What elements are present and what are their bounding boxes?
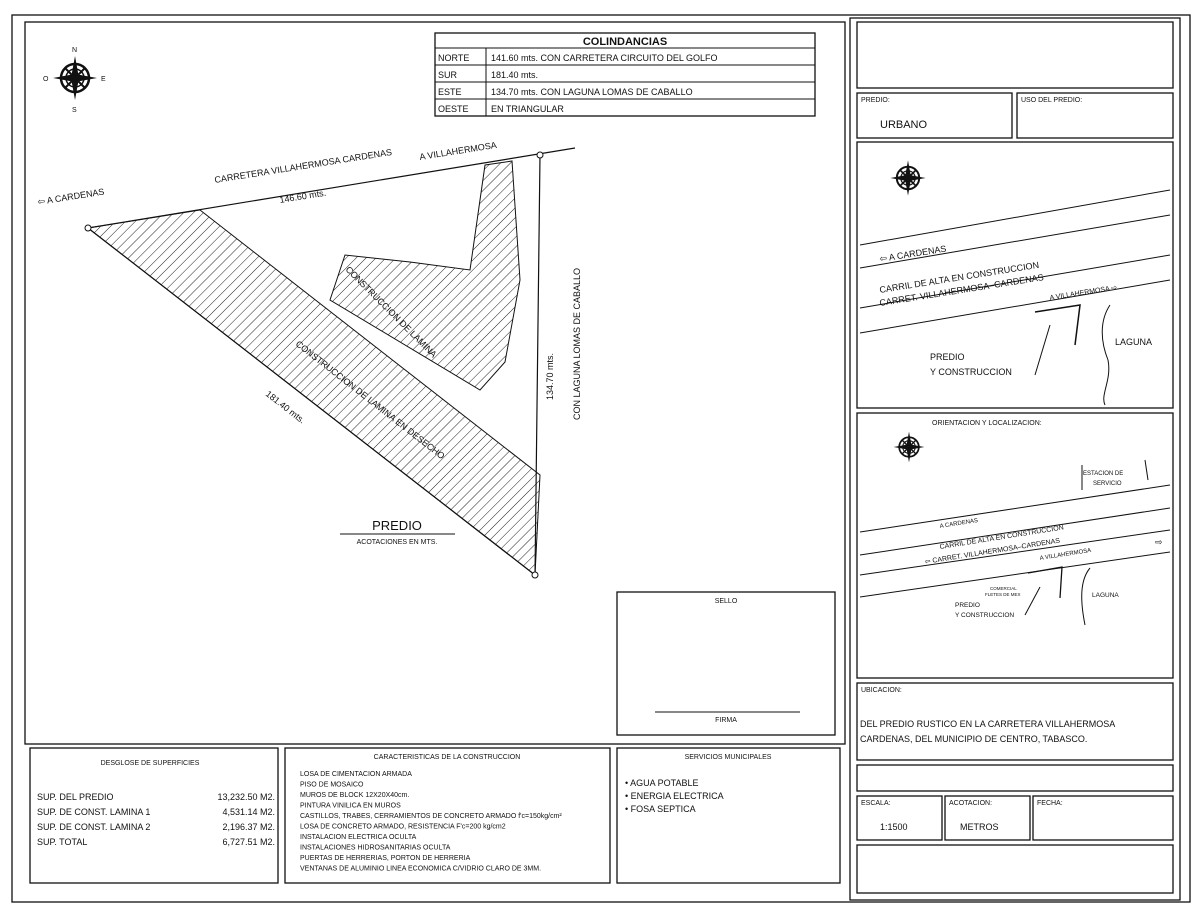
location-map-2: ORIENTACION Y LOCALIZACION: ESTACION DE … — [856, 412, 1174, 679]
sup-value: 13,232.50 M2. — [217, 792, 275, 802]
caracteristica-item: CASTILLOS, TRABES, CERRAMIENTOS DE CONCR… — [300, 813, 562, 820]
construccion-label: Y CONSTRUCCION — [955, 612, 1014, 619]
servicio-item: • ENERGIA ELECTRICA — [625, 791, 724, 801]
sup-value: 2,196.37 M2. — [222, 822, 275, 832]
uso-box — [1016, 92, 1174, 139]
caracteristica-item: INSTALACIONES HIDROSANITARIAS OCULTA — [300, 845, 451, 852]
plan-subtitle: ACOTACIONES EN MTS. — [357, 539, 438, 546]
road-label: CARRETERA VILLAHERMOSA CARDENAS — [214, 147, 393, 185]
caracteristica-item: LOSA DE CIMENTACION ARMADA — [300, 771, 412, 778]
location-map-1: ⇦ A CARDENAS CARRIL DE ALTA EN CONSTRUCC… — [856, 141, 1174, 409]
to-cardenas-label: ⇦ A CARDENAS — [37, 187, 105, 207]
north-dimension: 146.60 mts. — [279, 188, 327, 205]
row-desc: 134.70 mts. CON LAGUNA LOMAS DE CABALLO — [491, 87, 693, 97]
fecha-box — [1032, 795, 1174, 841]
ubicacion-line: DEL PREDIO RUSTICO EN LA CARRETERA VILLA… — [860, 719, 1115, 729]
compass-icon — [892, 430, 926, 464]
servicios-box: SERVICIOS MUNICIPALES • AGUA POTABLE • E… — [616, 747, 841, 884]
predio-value: URBANO — [880, 119, 928, 131]
east-dimension: 134.70 mts. — [545, 353, 555, 400]
desglose-box: DESGLOSE DE SUPERFICIES SUP. DEL PREDIO … — [29, 747, 279, 884]
caracteristica-item: MUROS DE BLOCK 12X20X40cm. — [300, 792, 409, 799]
acotacion-box — [944, 795, 1031, 841]
sup-label: SUP. TOTAL — [37, 837, 87, 847]
row-desc: 141.60 mts. CON CARRETERA CIRCUITO DEL G… — [491, 53, 718, 63]
compass-s: S — [72, 107, 77, 114]
comercial-label: FLETES DE MEX — [985, 592, 1021, 597]
servicio-item: • FOSA SEPTICA — [625, 804, 696, 814]
laguna-label: LAGUNA — [1115, 337, 1152, 347]
predio-label: PREDIO — [930, 352, 965, 362]
sheet-border — [11, 14, 1191, 903]
east-label: CON LAGUNA LOMAS DE CABALLO — [572, 268, 582, 420]
compass-icon — [889, 159, 927, 197]
row-side: OESTE — [438, 104, 469, 114]
caracteristica-item: PUERTAS DE HERRERIAS, PORTON DE HERRERIA — [300, 855, 471, 862]
orientacion-title: ORIENTACION Y LOCALIZACION: — [932, 420, 1042, 427]
laguna-label: LAGUNA — [1092, 592, 1119, 599]
escala-value: 1:1500 — [880, 822, 908, 832]
row-side: NORTE — [438, 53, 469, 63]
sup-value: 6,727.51 M2. — [222, 837, 275, 847]
fecha-label: FECHA: — [1037, 800, 1063, 807]
caracteristica-item: INSTALACION ELECTRICA OCULTA — [300, 834, 417, 841]
to-villa-label: A VILLAHERMOSA ⇨ — [1049, 284, 1118, 302]
to-villa-label: A VILLAHERMOSA — [1039, 548, 1091, 562]
estacion-label: ESTACION DE — [1083, 471, 1123, 477]
site-plan: CARRETERA VILLAHERMOSA CARDENAS ⇦ A CARD… — [37, 140, 582, 579]
title-block — [849, 17, 1181, 901]
ubicacion-label: UBICACION: — [861, 687, 902, 694]
blank-box — [856, 764, 1174, 792]
row-side: SUR — [438, 70, 458, 80]
predio-label: PREDIO: — [861, 97, 890, 104]
ubicacion-box — [856, 682, 1174, 761]
caracteristica-item: PINTURA VINILICA EN MUROS — [300, 803, 401, 810]
predio-label: PREDIO — [955, 602, 980, 609]
compass-n: N — [72, 47, 77, 54]
servicios-title: SERVICIOS MUNICIPALES — [685, 754, 772, 761]
sup-value: 4,531.14 M2. — [222, 807, 275, 817]
estacion-label: SERVICIO — [1093, 481, 1122, 487]
row-desc: EN TRIANGULAR — [491, 104, 564, 114]
south-dimension: 181.40 mts. — [264, 389, 307, 426]
comercial-label: COMERCIAL — [990, 586, 1017, 591]
acotacion-label: ACOTACION: — [949, 800, 992, 807]
caracteristica-item: LOSA DE CONCRETO ARMADO, RESISTENCIA F'c… — [300, 824, 506, 831]
sup-label: SUP. DEL PREDIO — [37, 792, 114, 802]
ubicacion-line: CARDENAS, DEL MUNICIPIO DE CENTRO, TABAS… — [860, 734, 1087, 744]
construccion-label: Y CONSTRUCCION — [930, 367, 1012, 377]
header-box — [856, 21, 1174, 89]
sup-label: SUP. DE CONST. LAMINA 1 — [37, 807, 150, 817]
sello-title: SELLO — [715, 598, 738, 605]
caracteristicas-title: CARACTERISTICAS DE LA CONSTRUCCION — [374, 754, 521, 761]
caracteristica-item: PISO DE MOSAICO — [300, 782, 364, 789]
plan-title: PREDIO — [372, 518, 422, 533]
row-side: ESTE — [438, 87, 462, 97]
compass-icon: N S E O — [43, 47, 106, 114]
colindancias-title: COLINDANCIAS — [583, 36, 667, 48]
row-desc: 181.40 mts. — [491, 70, 538, 80]
uso-label: USO DEL PREDIO: — [1021, 97, 1082, 104]
predio-box — [856, 92, 1013, 139]
desglose-title: DESGLOSE DE SUPERFICIES — [101, 760, 200, 767]
sello-box: SELLO FIRMA — [616, 591, 836, 736]
footer-box — [856, 844, 1174, 894]
compass-e: E — [101, 76, 106, 83]
plan-area — [24, 21, 846, 745]
firma-label: FIRMA — [715, 717, 737, 724]
compass-w: O — [43, 76, 49, 83]
to-cardenas-label: ⇦ A CARDENAS — [879, 244, 947, 264]
acotacion-value: METROS — [960, 822, 999, 832]
escala-box — [856, 795, 943, 841]
sup-label: SUP. DE CONST. LAMINA 2 — [37, 822, 150, 832]
caracteristica-item: VENTANAS DE ALUMINIO LINEA ECONOMICA C/V… — [300, 866, 541, 873]
to-cardenas-label: A CARDENAS — [939, 518, 978, 530]
caracteristicas-box: CARACTERISTICAS DE LA CONSTRUCCION LOSA … — [284, 747, 611, 884]
colindancias-table: COLINDANCIAS NORTE 141.60 mts. CON CARRE… — [434, 32, 816, 117]
arrow-right-icon: ⇨ — [1155, 537, 1163, 547]
to-villahermosa-label: A VILLAHERMOSA — [419, 140, 498, 162]
servicio-item: • AGUA POTABLE — [625, 778, 699, 788]
escala-label: ESCALA: — [861, 800, 891, 807]
